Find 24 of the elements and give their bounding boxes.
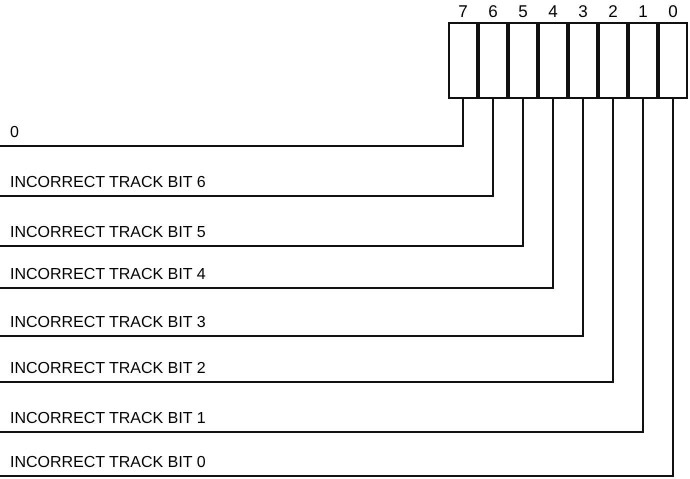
connector-line [0, 99, 644, 433]
register-bit-label: INCORRECT TRACK BIT 4 [10, 265, 206, 285]
connector-line [0, 99, 674, 477]
bit-number: 4 [548, 2, 558, 22]
register-bit-label: INCORRECT TRACK BIT 5 [10, 223, 206, 243]
bit-number: 3 [578, 2, 588, 22]
register-bit-label: INCORRECT TRACK BIT 3 [10, 313, 206, 333]
register-bit-label: INCORRECT TRACK BIT 1 [10, 409, 206, 429]
connector-line [0, 99, 494, 197]
connector-line [0, 99, 464, 147]
register-bit-label: INCORRECT TRACK BIT 6 [10, 173, 206, 193]
bit-number: 5 [518, 2, 528, 22]
register-bit-label: 0 [10, 123, 19, 143]
connector-line [0, 99, 554, 289]
bit-number: 1 [638, 2, 648, 22]
connector-line [0, 99, 614, 383]
register-bit-label: INCORRECT TRACK BIT 2 [10, 359, 206, 379]
connector-line [0, 99, 584, 337]
bit-number: 7 [458, 2, 468, 22]
bit-number: 0 [668, 2, 678, 22]
register-bit-label: INCORRECT TRACK BIT 0 [10, 453, 206, 473]
bit-number: 2 [608, 2, 618, 22]
connector-line [0, 99, 524, 247]
bit-number: 6 [488, 2, 498, 22]
